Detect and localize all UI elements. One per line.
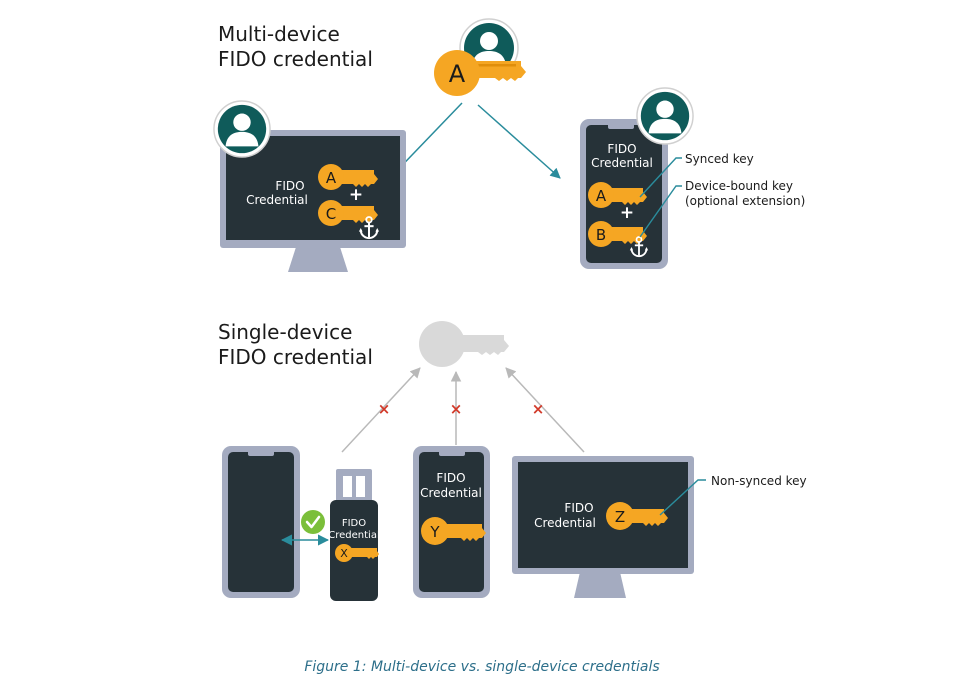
monitor-avatar-icon	[213, 100, 271, 158]
multi-device-heading: Multi-device FIDO credential	[218, 22, 373, 72]
phone-synced-key-icon: A	[588, 182, 647, 208]
phone-single-credential-label: Credential	[420, 486, 482, 500]
synced-key-callout: Synced key	[685, 152, 754, 166]
arrow-to-phone	[477, 104, 561, 179]
monitor-credential-label: Credential	[246, 193, 308, 207]
monitor-synced-key-icon: A	[318, 164, 378, 190]
phone-single-key-letter: Y	[429, 523, 440, 541]
root-key-letter: A	[449, 60, 466, 88]
phone-synced-key-letter: A	[596, 187, 607, 205]
monitor-bound-key-letter: C	[326, 205, 336, 223]
phone-fido-label: FIDO	[607, 142, 636, 156]
multi-device-heading-line1: Multi-device	[218, 22, 340, 46]
monitor-single-fido-label: FIDO	[564, 501, 593, 515]
phone-multi-device: FIDO Credential A + B	[580, 119, 668, 269]
blocked-mark-usb: ×	[378, 400, 391, 418]
single-device-heading: Single-device FIDO credential	[218, 320, 373, 370]
device-bound-callout-line	[639, 185, 682, 238]
device-bound-callout-line2: (optional extension)	[685, 194, 805, 208]
monitor-plus-sign: +	[349, 185, 363, 205]
monitor-single-credential-label: Credential	[534, 516, 596, 530]
usb-key-letter: X	[340, 547, 348, 560]
phone-single-key-icon: Y	[421, 517, 486, 545]
monitor-synced-key-letter: A	[326, 169, 337, 187]
monitor-fido-label: FIDO	[275, 179, 304, 193]
synced-key-callout-line	[639, 157, 682, 198]
check-icon	[301, 510, 325, 534]
ghost-key-icon	[419, 321, 509, 367]
phone-single-device: FIDO Credential Y	[413, 446, 490, 598]
root-key-icon: A	[434, 50, 526, 96]
phone-credential-label: Credential	[591, 156, 653, 170]
blocked-arrow-monitor	[505, 367, 585, 453]
usb-credential-label: Credential	[328, 530, 379, 541]
blocked-arrow-usb	[341, 367, 421, 453]
figure-caption: Figure 1: Multi-device vs. single-device…	[304, 659, 660, 675]
phone-bound-key-letter: B	[596, 226, 606, 244]
non-synced-callout-line	[659, 479, 706, 516]
monitor-single-key-letter: Z	[615, 508, 625, 526]
non-synced-key-callout: Non-synced key	[711, 474, 807, 488]
monitor-single-device: FIDO Credential Z	[512, 456, 694, 598]
blocked-mark-phone: ×	[450, 400, 463, 418]
multi-device-heading-line2: FIDO credential	[218, 47, 373, 71]
single-device-heading-line1: Single-device	[218, 320, 353, 344]
usb-fido-label: FIDO	[342, 518, 366, 529]
phone-blank	[222, 446, 300, 598]
phone-plus-sign: +	[620, 203, 634, 223]
blocked-mark-monitor: ×	[532, 400, 545, 418]
monitor-single-key-icon: Z	[606, 502, 668, 530]
single-device-heading-line2: FIDO credential	[218, 345, 373, 369]
phone-avatar-icon	[636, 87, 694, 145]
device-bound-callout-line1: Device-bound key	[685, 179, 793, 193]
usb-key-icon: X	[335, 544, 379, 562]
phone-single-fido-label: FIDO	[436, 471, 465, 485]
usb-security-key: FIDO Credential X	[328, 469, 380, 601]
